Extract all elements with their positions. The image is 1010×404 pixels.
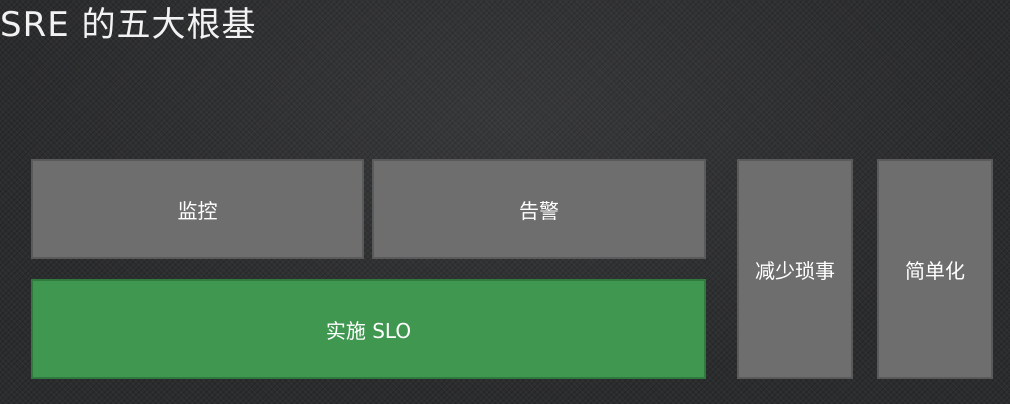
slo-label: 实施 SLO <box>325 318 412 343</box>
alerting-label: 告警 <box>519 198 559 223</box>
reduce-toil-label: 减少琐事 <box>755 258 835 283</box>
alerting-block: 告警 <box>372 159 706 259</box>
simplicity-label: 简单化 <box>905 258 965 283</box>
slide-title: SRE 的五大根基 <box>0 5 257 45</box>
reduce-toil-block: 减少琐事 <box>737 159 853 379</box>
simplicity-block: 简单化 <box>877 159 993 379</box>
monitoring-label: 监控 <box>177 198 218 223</box>
slo-block: 实施 SLO <box>31 279 706 379</box>
monitoring-block: 监控 <box>31 159 364 259</box>
